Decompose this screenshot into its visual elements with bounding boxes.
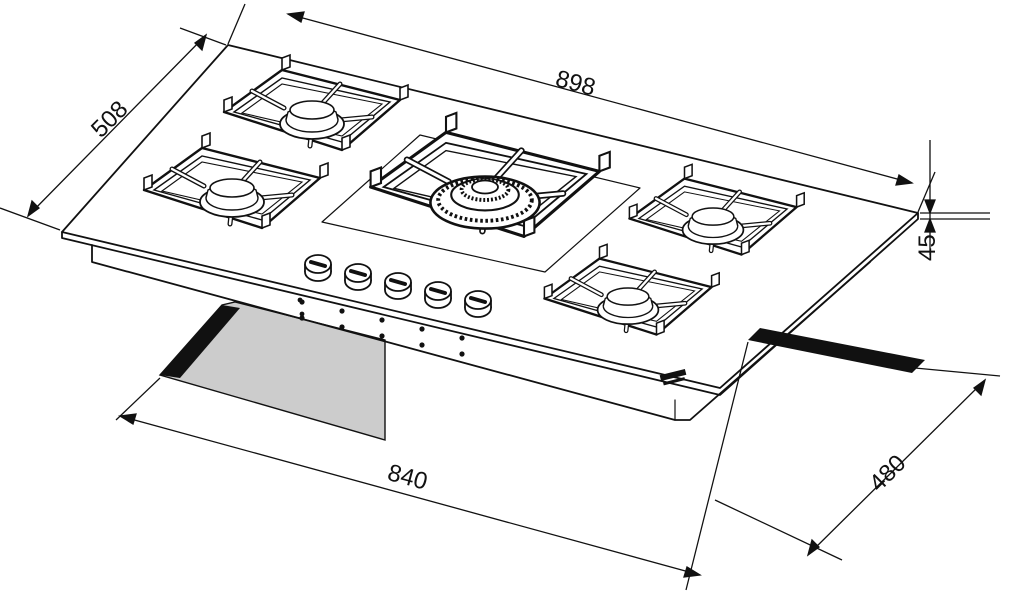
knob-grip [389, 278, 407, 286]
support-post [369, 165, 383, 189]
control-knob-1[interactable] [299, 254, 332, 321]
support-post [143, 173, 153, 192]
knob-indicator-dot [459, 335, 465, 341]
support-post [319, 161, 329, 180]
support-post [444, 111, 458, 134]
burner-head-rear-right [681, 207, 745, 246]
support-post [795, 191, 805, 209]
support-post [522, 215, 536, 238]
burner-front-right [543, 243, 720, 336]
knob-indicator-dot [339, 324, 345, 330]
control-knob-2[interactable] [339, 263, 372, 330]
panel-dot [297, 297, 303, 303]
cutout-shaded-panel [158, 301, 386, 441]
panel-dot [299, 311, 305, 317]
knob-indicator-dot [419, 326, 425, 332]
burner-head-front-right [596, 287, 660, 326]
support-post [598, 150, 611, 173]
cutout-area [158, 301, 925, 441]
burner-rear-left [222, 53, 409, 152]
burner-front-left [142, 131, 329, 230]
knob-grip [349, 269, 367, 277]
knob-grip [469, 296, 487, 304]
burner-head-center [429, 175, 541, 230]
burner-head-front-left [199, 178, 265, 218]
knob-grip [309, 260, 327, 268]
support-post [683, 163, 693, 180]
burner-head-rear-left [279, 100, 345, 140]
knob-indicator-dot [419, 342, 425, 348]
hob-front-edge [61, 212, 919, 396]
dimension-label-898: 898 [553, 65, 599, 101]
dimension-label-508: 508 [86, 96, 133, 143]
cutout-right-edge [748, 328, 925, 373]
knob-indicator-dot [299, 315, 305, 321]
support-post [598, 243, 608, 260]
support-post [201, 131, 211, 150]
burner-rear-right [628, 163, 805, 256]
knob-indicator-dot [459, 351, 465, 357]
support-post [261, 211, 271, 230]
support-post [543, 283, 553, 300]
knob-indicator-dot [379, 317, 385, 323]
control-knob-5[interactable] [459, 290, 492, 357]
cutout-left-edge [160, 305, 240, 378]
support-post [628, 203, 638, 220]
knob-indicator-dot [339, 308, 345, 314]
control-knob-3[interactable] [379, 272, 412, 339]
support-post [399, 83, 409, 102]
knob-grip [429, 287, 447, 295]
brand-logo [659, 368, 687, 386]
knobs-group [297, 254, 492, 357]
burner-center [369, 111, 611, 238]
hob-top-plate [61, 44, 919, 389]
support-post [710, 271, 720, 289]
dimension-label-480: 480 [864, 450, 911, 497]
knob-indicator-dot [379, 333, 385, 339]
dimension-lines [0, 3, 1001, 591]
dimension-label-45: 45 [914, 234, 941, 261]
support-post [655, 319, 665, 336]
control-knob-4[interactable] [419, 281, 452, 348]
support-post [223, 95, 233, 114]
support-post [740, 239, 750, 256]
support-post [281, 53, 291, 72]
support-post [341, 133, 351, 152]
burners-group [142, 53, 805, 336]
